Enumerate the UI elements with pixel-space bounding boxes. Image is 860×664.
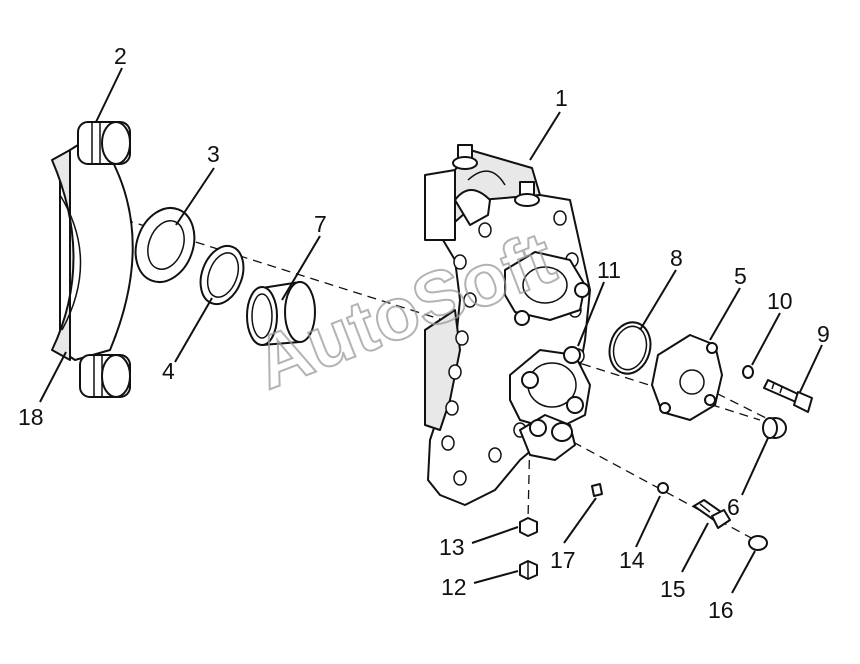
callout-5: 5 (734, 263, 747, 289)
nut-part-13 (519, 517, 538, 537)
washer-part-10 (742, 365, 754, 379)
cover-bolts-part-11 (514, 282, 590, 437)
callout-10: 10 (767, 288, 793, 314)
callout-3: 3 (207, 141, 220, 167)
dust-seal-part-3 (134, 207, 196, 283)
bleeder-valve-part-15 (693, 499, 731, 529)
pad-pin-top-part-2 (77, 121, 131, 165)
callout-18: 18 (18, 404, 44, 430)
bolt-part-9 (763, 379, 813, 413)
top-bleeder-bolts (452, 144, 540, 207)
callout-11: 11 (597, 257, 621, 283)
cover-plate-part-5 (651, 334, 723, 421)
callout-2: 2 (114, 43, 127, 69)
ball-part-14 (657, 482, 669, 494)
pad-pin-bottom (79, 354, 131, 398)
cap-part-6 (762, 417, 787, 439)
callout-14: 14 (619, 547, 645, 573)
leader-lines (39, 67, 823, 594)
callout-1: 1 (555, 85, 568, 111)
callout-12: 12 (441, 574, 467, 600)
callouts: 2 3 1 7 8 11 5 10 9 4 18 6 13 17 14 15 1… (18, 43, 830, 623)
callout-4: 4 (162, 358, 175, 384)
callout-15: 15 (660, 576, 686, 602)
piston-seal-part-4 (199, 244, 245, 306)
callout-16: 16 (708, 597, 734, 623)
o-ring-part-8 (608, 321, 652, 375)
caliper-housing-part-1 (424, 144, 591, 506)
callout-13: 13 (439, 534, 465, 560)
callout-17: 17 (550, 547, 576, 573)
callout-9: 9 (817, 321, 830, 347)
screw-part-12 (519, 560, 538, 580)
dust-cap-part-16 (748, 535, 768, 551)
piston-part-7 (246, 281, 316, 346)
pin-part-17 (591, 483, 603, 497)
callout-6: 6 (727, 494, 740, 520)
callout-7: 7 (314, 211, 327, 237)
callout-8: 8 (670, 245, 683, 271)
piston-bores (504, 251, 591, 461)
brake-pad-part-18 (51, 139, 134, 361)
